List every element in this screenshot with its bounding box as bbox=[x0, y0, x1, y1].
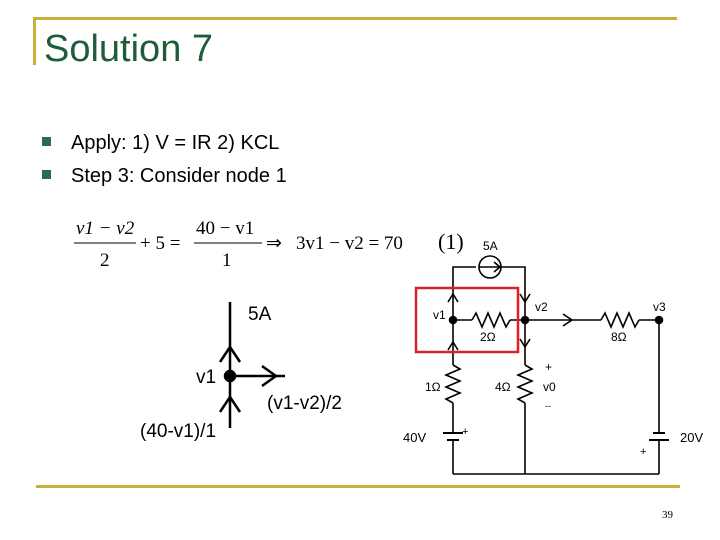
circuit-v1-label: v1 bbox=[433, 308, 446, 322]
circuit-1ohm-label: 1Ω bbox=[425, 380, 441, 394]
circuit-v2-label: v2 bbox=[535, 300, 548, 314]
resistor-8ohm bbox=[600, 310, 640, 330]
square-bullet-icon bbox=[42, 170, 51, 180]
eq-frac2-denominator: 1 bbox=[222, 250, 232, 271]
slide-title: Solution 7 bbox=[44, 28, 214, 70]
current-source-arrow-icon bbox=[479, 261, 502, 273]
arrow-right-icon bbox=[562, 313, 574, 327]
node-v3-dot bbox=[654, 315, 664, 325]
frame-bottom-rule bbox=[36, 485, 680, 488]
resistor-1ohm bbox=[443, 364, 463, 404]
circuit-v0-plus: + bbox=[545, 360, 552, 374]
page-number: 39 bbox=[662, 509, 673, 521]
square-bullet-icon bbox=[42, 137, 51, 147]
node-branch-right-label: (v1-v2)/2 bbox=[267, 393, 342, 414]
circuit-v3-label: v3 bbox=[653, 300, 666, 314]
eq-result: 3v1 − v2 = 70 bbox=[296, 233, 403, 254]
circuit-source-label: 5A bbox=[483, 239, 498, 253]
circuit-4ohm-label: 4Ω bbox=[495, 380, 511, 394]
highlight-box bbox=[414, 286, 520, 354]
eq-implies: ⇒ bbox=[266, 233, 282, 254]
node-dot bbox=[223, 369, 237, 383]
arrow-up-top-icon bbox=[218, 344, 242, 363]
bullet-item: Apply: 1) V = IR 2) KCL bbox=[42, 132, 287, 165]
node-source-label: 5A bbox=[248, 304, 272, 325]
eq-tag: (1) bbox=[438, 229, 464, 254]
circuit-40v-label: 40V bbox=[403, 430, 426, 445]
circuit-20v-label: 20V bbox=[680, 430, 703, 445]
eq-frac1-denominator: 2 bbox=[100, 250, 110, 271]
arrow-down-icon bbox=[519, 293, 531, 304]
arrow-up-icon bbox=[447, 292, 459, 303]
node-v1-label: v1 bbox=[196, 367, 216, 388]
circuit-20v-plus: + bbox=[640, 446, 646, 458]
bullet-item: Step 3: Consider node 1 bbox=[42, 165, 287, 198]
eq-plus-term: + 5 = bbox=[140, 233, 180, 254]
node-v1-dot bbox=[448, 315, 458, 325]
circuit-8ohm-label: 8Ω bbox=[611, 330, 627, 344]
arrow-right-icon bbox=[261, 364, 279, 388]
circuit-diagram bbox=[414, 255, 669, 475]
wire-right-top bbox=[501, 266, 526, 320]
bullet-list: Apply: 1) V = IR 2) KCL Step 3: Consider… bbox=[42, 132, 287, 198]
frame-left-rule bbox=[33, 17, 36, 65]
circuit-2ohm-label: 2Ω bbox=[480, 330, 496, 344]
resistor-2ohm bbox=[471, 310, 511, 330]
node-branch-bottom-label: (40-v1)/1 bbox=[140, 421, 216, 442]
resistor-4ohm bbox=[515, 364, 535, 404]
kcl-equation: v1 − v2 2 + 5 = 40 − v1 1 ⇒ 3v1 − v2 = 7… bbox=[74, 218, 464, 271]
node-kcl-diagram bbox=[218, 302, 285, 428]
circuit-v0-minus: -- bbox=[545, 401, 551, 411]
wire-left-top bbox=[452, 266, 476, 320]
arrow-up-bottom-icon bbox=[218, 394, 242, 413]
circuit-40v-plus: + bbox=[462, 426, 468, 438]
circuit-v0-label: v0 bbox=[543, 380, 556, 394]
frame-top-rule bbox=[33, 17, 677, 20]
eq-frac2-numerator: 40 − v1 bbox=[196, 218, 254, 239]
eq-frac1-numerator: v1 − v2 bbox=[76, 218, 135, 239]
node-v2-dot bbox=[520, 315, 530, 325]
